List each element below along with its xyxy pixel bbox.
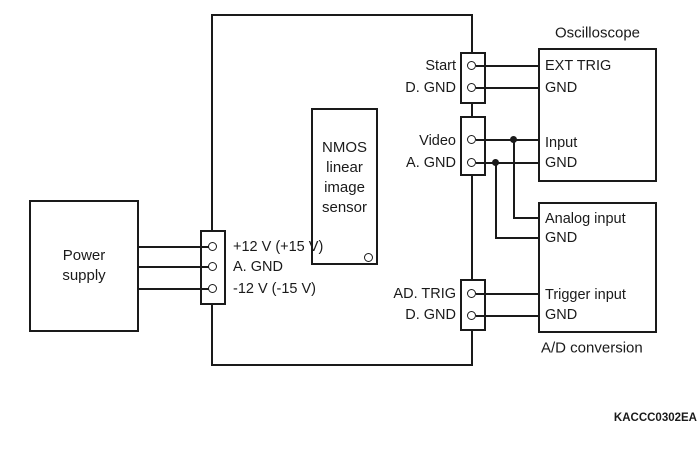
oscilloscope-port-gnd-bottom: GND <box>545 154 578 171</box>
terminal-video <box>467 135 476 144</box>
pin-label-start: Start <box>425 57 456 74</box>
video-connector-block <box>460 116 486 176</box>
wire-power-plus12 <box>138 246 209 248</box>
oscilloscope-port-gnd-top: GND <box>545 79 578 96</box>
terminal-adtrig <box>467 289 476 298</box>
wire-power-minus12 <box>138 288 209 290</box>
ad-conversion-box <box>538 202 657 333</box>
pin-label-power-agnd: A. GND <box>233 258 283 275</box>
pin-label-agnd: A. GND <box>406 154 456 171</box>
wire-video-branch-vertical <box>513 139 515 218</box>
wire-agnd-to-gnd <box>476 162 539 164</box>
sensor-label-line1: NMOS <box>322 139 367 156</box>
wire-branch-to-ad-gnd <box>495 237 539 239</box>
oscilloscope-title: Oscilloscope <box>554 24 641 42</box>
ad-port-analog-input: Analog input <box>545 210 626 227</box>
adtrig-connector-block <box>460 279 486 331</box>
start-connector-block <box>460 52 486 104</box>
sensor-label-line4: sensor <box>321 199 368 216</box>
oscilloscope-port-input: Input <box>545 134 578 151</box>
sensor-label-line2: linear <box>326 159 363 176</box>
wire-power-agnd <box>138 266 209 268</box>
ad-conversion-title: A/D conversion <box>541 339 643 357</box>
wire-branch-to-analog-input <box>513 217 539 219</box>
wire-adtrig-to-trigger-input <box>476 293 539 295</box>
sensor-terminal <box>364 253 373 262</box>
power-supply-label-line2: supply <box>62 267 106 284</box>
junction-dot-agnd <box>492 159 499 166</box>
pin-label-video: Video <box>419 132 456 149</box>
terminal-dgnd-top <box>467 83 476 92</box>
terminal-dgnd-bottom <box>467 311 476 320</box>
wire-dgnd-to-gnd <box>476 87 539 89</box>
terminal-minus12 <box>208 284 217 293</box>
sensor-box <box>311 108 378 265</box>
wire-dgnd2-to-ad-gnd <box>476 315 539 317</box>
pin-label-minus12: -12 V (-15 V) <box>233 280 316 297</box>
pin-label-adtrig: AD. TRIG <box>393 285 456 302</box>
oscilloscope-box <box>538 48 657 182</box>
sensor-label-line3: image <box>324 179 365 196</box>
power-supply-box <box>29 200 139 332</box>
power-supply-label-line1: Power <box>62 247 106 264</box>
pin-label-dgnd-bottom: D. GND <box>405 306 456 323</box>
ad-port-gnd-bottom: GND <box>545 306 578 323</box>
terminal-agnd <box>467 158 476 167</box>
terminal-plus12 <box>208 242 217 251</box>
pin-label-dgnd-top: D. GND <box>405 79 456 96</box>
wire-start-to-exttrig <box>476 65 539 67</box>
terminal-power-agnd <box>208 262 217 271</box>
wire-video-to-input <box>476 139 539 141</box>
figure-code: KACCC0302EA <box>613 412 697 424</box>
power-supply-label: Power supply <box>29 200 139 332</box>
terminal-start <box>467 61 476 70</box>
ad-port-gnd-top: GND <box>545 229 578 246</box>
oscilloscope-port-ext-trig: EXT TRIG <box>545 57 612 74</box>
ad-port-trigger-input: Trigger input <box>545 286 626 303</box>
junction-dot-video <box>510 136 517 143</box>
wire-agnd-branch-vertical <box>495 162 497 238</box>
sensor-label: NMOS linear image sensor <box>311 108 378 248</box>
pin-label-plus12: +12 V (+15 V) <box>233 238 324 255</box>
